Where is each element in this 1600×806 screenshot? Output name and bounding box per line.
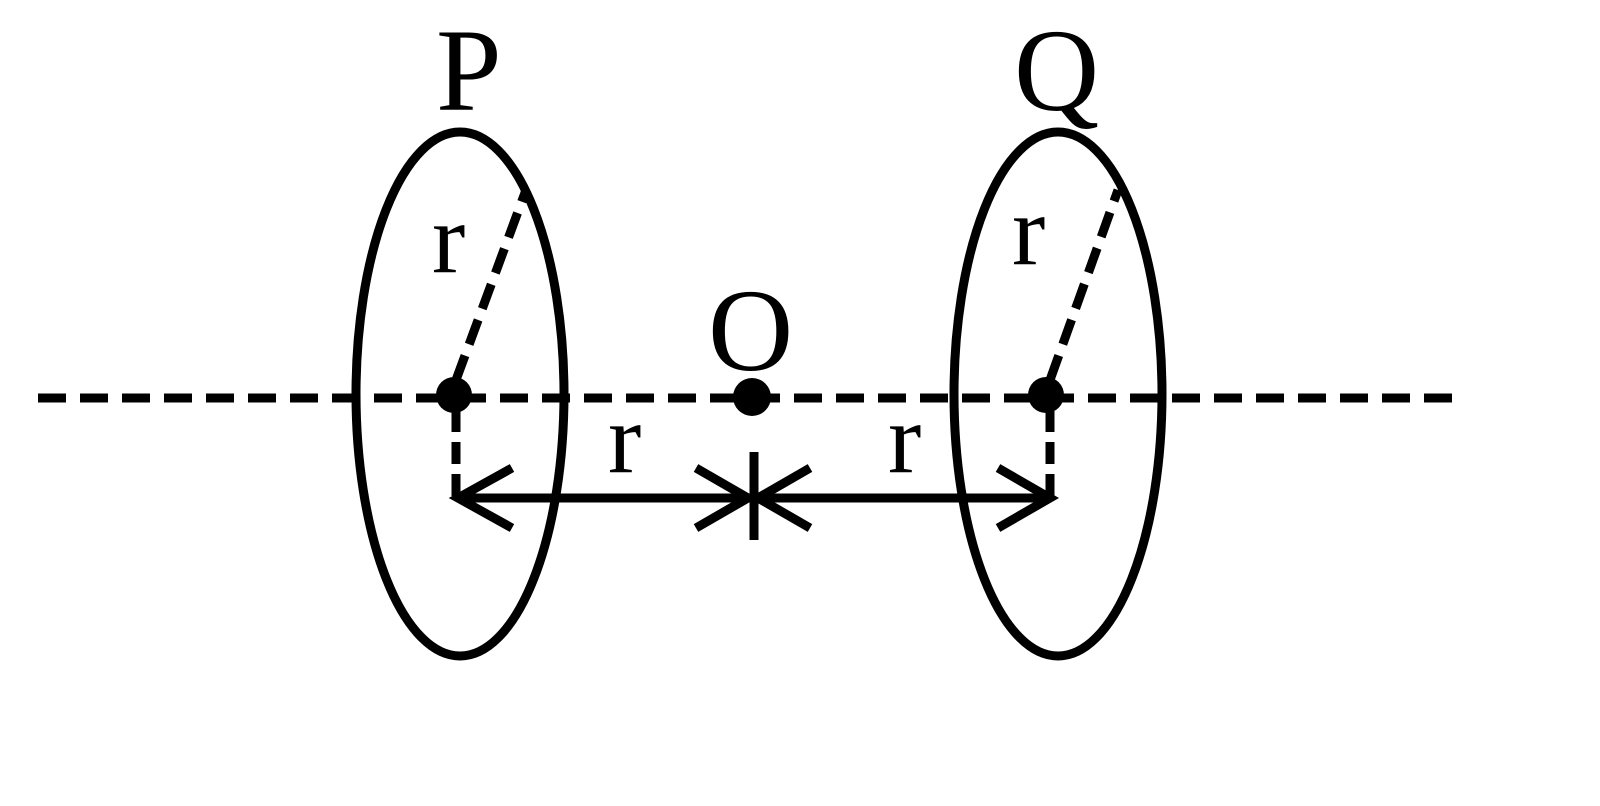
label-ring-q: Q — [1014, 5, 1099, 136]
ring-p-center — [436, 377, 472, 413]
radius-p-line — [451, 188, 531, 382]
distance-arrow-right — [748, 464, 1060, 532]
label-distance-right: r — [888, 383, 921, 494]
radius-q-line — [1045, 188, 1123, 382]
distance-arrow-left — [448, 464, 758, 532]
label-radius-q: r — [1012, 175, 1045, 286]
ring-p — [351, 127, 569, 661]
label-point-o: O — [708, 265, 793, 396]
label-distance-left: r — [608, 383, 641, 494]
label-ring-p: P — [436, 5, 502, 136]
point-o — [733, 378, 771, 416]
ring-q — [949, 127, 1167, 661]
ring-q-center — [1028, 377, 1064, 413]
label-radius-p: r — [432, 183, 465, 294]
